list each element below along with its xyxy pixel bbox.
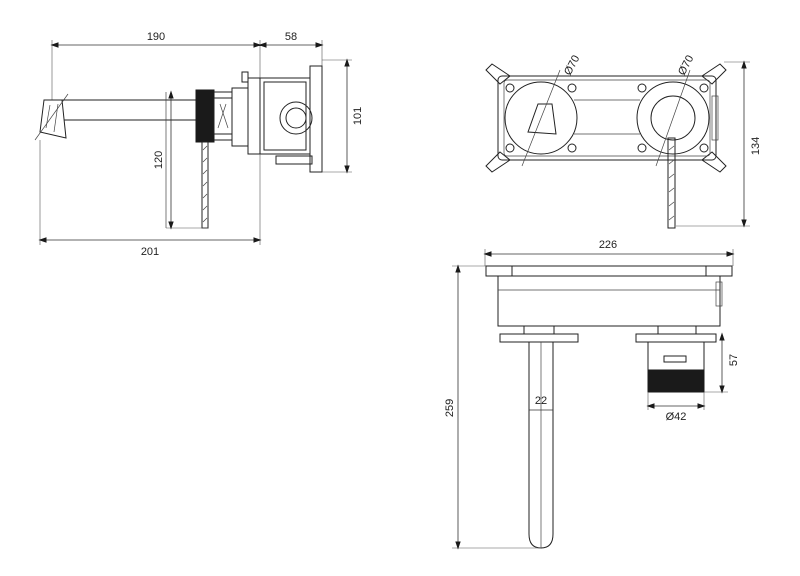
- spout-side: [34, 92, 196, 228]
- dim-134-label: 134: [750, 137, 762, 155]
- handle-front: Ø42: [635, 325, 717, 423]
- dim-201-label: 201: [141, 246, 159, 258]
- handle-knob-side: [195, 87, 249, 147]
- front-view: 226 22 Ø42: [444, 239, 740, 550]
- dim-259-label: 259: [444, 399, 456, 417]
- wall-box-side: [241, 65, 323, 173]
- screw-holes: [505, 83, 709, 153]
- dim-22-label: 22: [535, 395, 547, 407]
- dim-190-label: 190: [147, 31, 165, 43]
- dim-58-label: 58: [285, 31, 297, 43]
- top-view: Ø70 Ø70 134: [485, 53, 762, 229]
- side-view: 190 58: [34, 31, 364, 258]
- handle-disc-top: Ø70: [636, 53, 710, 229]
- dim-57-label: 57: [728, 354, 740, 366]
- dia-70-right-label: Ø70: [676, 53, 696, 77]
- dim-dia-42-label: Ø42: [666, 411, 687, 423]
- dim-101-label: 101: [352, 107, 364, 125]
- spout-front: 22: [499, 325, 579, 549]
- dim-120-label: 120: [153, 151, 165, 169]
- dia-70-left-label: Ø70: [562, 53, 582, 77]
- dim-226-label: 226: [599, 239, 617, 251]
- spout-disc-top: Ø70: [504, 53, 582, 167]
- lever-side: [201, 141, 209, 229]
